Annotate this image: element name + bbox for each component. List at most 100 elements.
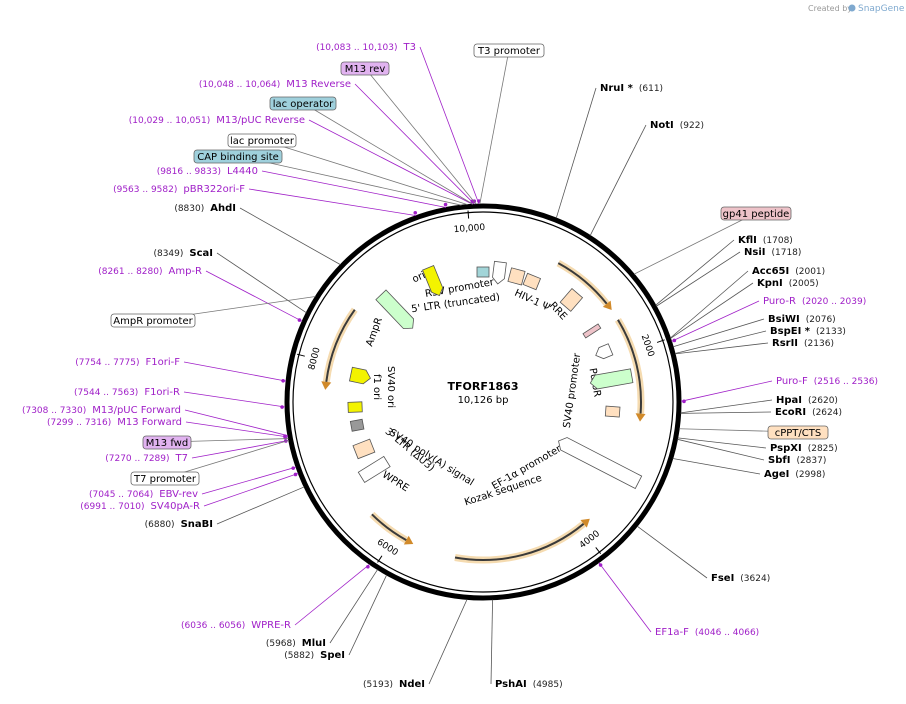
site-position: (4985) <box>533 680 563 690</box>
orf-arrowhead <box>635 413 646 422</box>
primer-marker <box>280 405 284 409</box>
primer-name: EBV-rev <box>159 489 198 500</box>
site-name: SpeI <box>320 650 345 661</box>
feature-name: SV40 ori <box>385 366 396 408</box>
site-position: (6880) <box>145 520 175 530</box>
site-ndei: (5193)NdeI <box>363 679 425 690</box>
primer-marker <box>366 564 370 569</box>
orf-arc <box>371 513 407 542</box>
primer-f1ori-r: (7544 .. 7563)F1ori-R <box>74 387 180 398</box>
primer-puro-r-leader <box>671 300 760 342</box>
primer-position: (9563 .. 9582) <box>113 185 177 195</box>
primer-ef1a-f: EF1a-F(4046 .. 4066) <box>655 627 759 638</box>
site-position: (5968) <box>266 639 296 649</box>
wpre-glyph <box>357 455 391 484</box>
orf-layer <box>321 259 646 564</box>
site-bsiwi-leader <box>673 318 765 348</box>
site-position: (2136) <box>804 339 834 349</box>
site-name: SnaBI <box>181 519 213 530</box>
orf-arc <box>557 262 608 305</box>
primer-marker <box>291 466 295 470</box>
site-name: NotI <box>650 120 674 131</box>
primer-marker <box>297 318 302 322</box>
primer-marker <box>283 434 287 438</box>
feature-label-ampr-promoter: AmpR promoter <box>113 316 193 327</box>
primer-position: (6036 .. 6056) <box>181 621 245 631</box>
feature-label-t7-promoter: T7 promoter <box>133 474 197 485</box>
wpre-glyph-shape <box>357 455 391 484</box>
site-position: (922) <box>680 121 704 131</box>
orf-arrowhead <box>403 535 414 545</box>
primer-t7: (7270 .. 7289)T7 <box>105 453 188 464</box>
site-bsiwi: BsiWI (2076) <box>768 314 836 325</box>
primer-position: (7544 .. 7563) <box>74 388 138 398</box>
site-position: (2620) <box>808 396 838 406</box>
feature-gp41-peptide-leader <box>633 212 757 275</box>
feature-label-lac-promoter: lac promoter <box>230 136 295 147</box>
site-ecori: EcoRI(2624) <box>775 407 842 418</box>
primer-l4440: (9816 .. 9833)L4440 <box>157 166 258 177</box>
site-name: KpnI <box>757 278 783 289</box>
ef1a-glyph-shape <box>558 437 643 490</box>
f1-ori-glyph-shape <box>348 366 371 385</box>
psi-glyph-shape <box>522 272 542 291</box>
site-name: MluI <box>302 638 326 649</box>
site-agei-leader <box>672 458 761 475</box>
site-name: KflI <box>738 235 757 246</box>
feature-sv40-ori: SV40 ori <box>385 366 396 408</box>
feature-label-cppt-cts: cPPT/CTS <box>775 428 821 439</box>
site-position: (611) <box>639 84 663 94</box>
primer-position: (2020 .. 2039) <box>802 297 866 307</box>
site-spei: (5882)SpeI <box>284 650 345 661</box>
primer-sv40pa-r-leader <box>203 473 299 507</box>
site-pspxi: PspXI(2825) <box>770 443 838 454</box>
site-position: (2076) <box>806 315 836 325</box>
feature-name: AmpR <box>364 316 385 348</box>
site-ahdi: (8830)AhdI <box>174 203 236 214</box>
primer-m13-puc-reverse: (10,029 .. 10,051)M13/pUC Reverse <box>129 115 305 126</box>
tick-mark <box>377 555 383 563</box>
primer-m13-forward: (7299 .. 7316)M13 Forward <box>47 417 182 428</box>
tick-label: 10,000 <box>453 223 485 235</box>
tick-mark <box>656 339 665 343</box>
site-name: EcoRI <box>775 407 806 418</box>
feature-wpre: WPRE <box>380 469 411 494</box>
tick-label: 2000 <box>639 333 656 358</box>
primer-m13-forward-leader <box>185 421 289 438</box>
sv40-promoter-glyph-shape <box>595 343 614 360</box>
primer-position: (4046 .. 4066) <box>695 628 759 638</box>
primer-position: (8261 .. 8280) <box>98 267 162 277</box>
primer-puro-f-leader <box>680 380 773 402</box>
cppt-glyph-shape <box>604 405 621 418</box>
site-position: (3624) <box>740 574 770 584</box>
site-pshai: PshAI(4985) <box>495 679 563 690</box>
primer-name: Amp-R <box>169 266 203 277</box>
feature-lac-promoter-leader <box>261 139 468 205</box>
feature-box-ampr-promoter <box>110 313 196 328</box>
feature-hiv-1: HIV-1 Ψ <box>513 288 552 314</box>
site-name: SbfI <box>768 455 790 466</box>
feature-label-t3-promoter: T3 promoter <box>477 46 541 57</box>
orf-arc <box>325 309 356 383</box>
site-bspei-leader <box>674 330 767 354</box>
primer-marker <box>443 202 448 207</box>
primer-name: M13 Reverse <box>286 79 351 90</box>
primer-amp-r: (8261 .. 8280) Amp-R <box>98 266 202 277</box>
puror-glyph-shape <box>589 368 634 390</box>
site-name: AhdI <box>210 203 236 214</box>
primer-pbr322ori-f-leader <box>248 188 417 216</box>
primer-marker <box>413 210 418 215</box>
site-pshai-leader <box>490 599 493 685</box>
rsv-glyph <box>492 260 507 285</box>
site-name: BsiWI <box>768 314 800 325</box>
backbone-inner-ring <box>292 211 674 593</box>
primer-wpre-r: (6036 .. 6056)WPRE-R <box>181 620 291 631</box>
label-layer: NruI *(611)NotI(922)KflI(1708)NsiI(1718)… <box>22 42 878 690</box>
feature-label-m13-rev: M13 rev <box>345 64 386 75</box>
primer-marker <box>477 199 481 203</box>
leader-layer <box>152 46 799 685</box>
site-position: (2001) <box>795 267 825 277</box>
ori-glyph-shape <box>422 265 444 297</box>
sv40-pa-glyph-shape <box>349 418 365 432</box>
